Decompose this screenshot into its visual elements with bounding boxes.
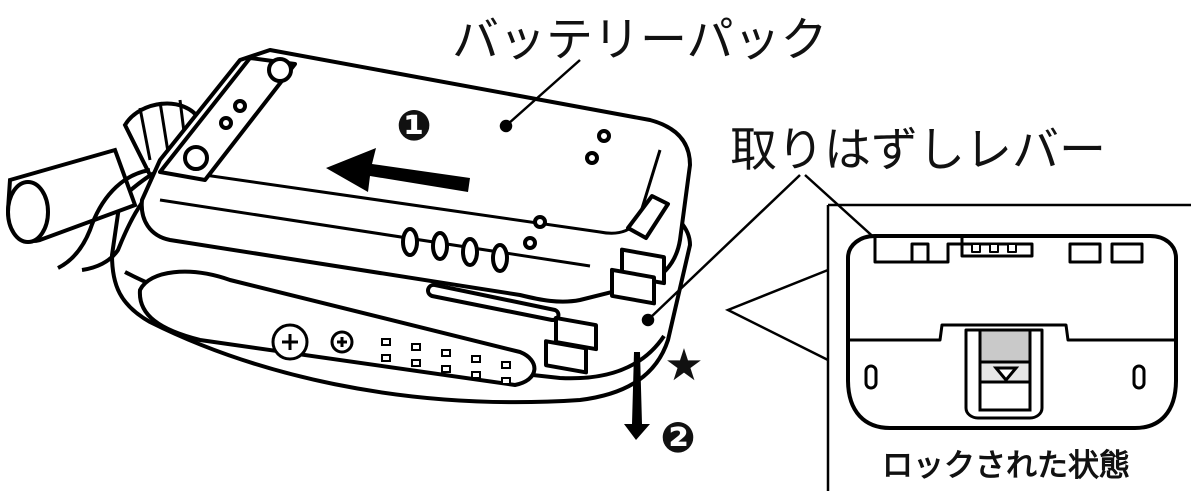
star-marker: ★ <box>664 340 703 391</box>
step1-marker: ❶ <box>396 101 432 150</box>
press-arrow <box>624 352 650 440</box>
release-lever <box>978 328 1032 412</box>
step2-marker: ❷ <box>660 413 696 462</box>
vent-holes <box>381 338 511 385</box>
locked-state-caption: ロックされた状態 <box>882 448 1130 484</box>
inset-frame <box>826 203 1191 491</box>
release-lever-label: 取りはずしレバー <box>730 123 1106 178</box>
slide-arrow <box>326 148 470 192</box>
callout-wedge <box>724 268 829 362</box>
battery-pack-label: バッテリーパック <box>452 13 828 68</box>
side-screws <box>271 323 354 361</box>
